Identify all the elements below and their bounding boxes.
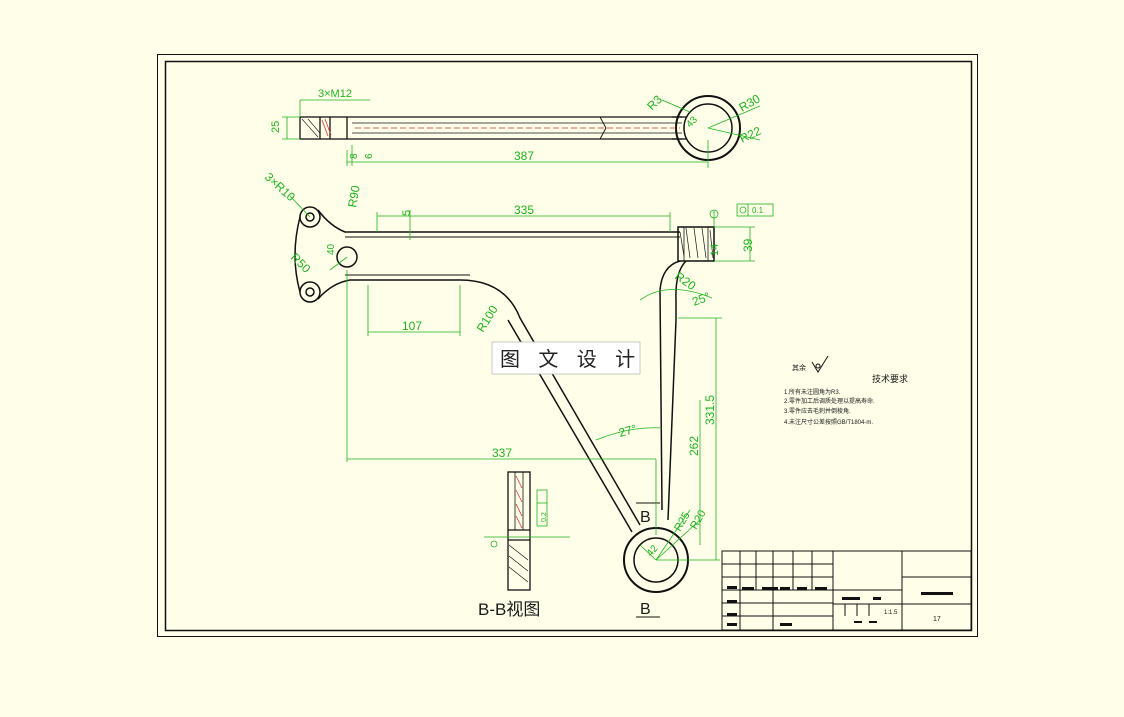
dim-337: 337 <box>492 446 512 460</box>
section-bb-hatch <box>515 475 523 529</box>
section-bb-title: B-B视图 <box>478 600 540 619</box>
note-item-1: 1.所有未注圆角为R3. <box>784 388 841 396</box>
dim-387: 387 <box>514 149 534 163</box>
dim-39: 39 <box>741 238 755 252</box>
tolerance-frame-front <box>709 203 774 219</box>
dim-r3: R3 <box>644 92 665 113</box>
sheet-number: 17 <box>933 616 941 623</box>
dim-25: 25 <box>270 121 282 133</box>
section-mark-bottom: B <box>640 601 651 618</box>
dim-27deg: 27° <box>617 422 638 440</box>
dim-r90: R90 <box>345 184 363 208</box>
dim-335: 335 <box>514 203 534 217</box>
section-mark-top: B <box>640 509 651 526</box>
top-view-hatch <box>301 118 680 138</box>
title-block <box>721 550 972 631</box>
dim-r20-lower: R20 <box>688 508 708 531</box>
dim-0-2: 0.2 <box>541 512 548 522</box>
thread-callout: 3×M12 <box>318 88 352 100</box>
watermark: 图 文 设 计 <box>491 341 641 375</box>
scale-value: 1:1.5 <box>884 610 898 616</box>
front-view-dims <box>289 195 755 561</box>
inner-frame <box>164 60 973 632</box>
outer-frame <box>157 54 978 637</box>
dim-3315: 331.5 <box>703 395 717 425</box>
title-block-labels <box>727 586 953 626</box>
roughness-label: 其余 <box>792 363 806 372</box>
front-view-hatch <box>679 227 714 259</box>
dim-r50: R50 <box>288 250 314 276</box>
dim-r30: R30 <box>737 91 763 114</box>
dim-25deg: 25° <box>690 289 712 308</box>
dim-3xr10: 3×R10 <box>262 170 298 205</box>
section-bb <box>507 471 531 591</box>
dim-8: 8 <box>349 153 360 159</box>
roughness-symbol <box>811 355 829 373</box>
dim-r22: R22 <box>737 124 763 146</box>
dim-6: 6 <box>364 153 375 159</box>
section-bb-dims <box>484 489 570 548</box>
note-item-3: 3.零件应去毛刺并倒棱角. <box>784 407 851 415</box>
dim-40: 40 <box>326 243 337 255</box>
dim-5: 5 <box>401 210 413 216</box>
dim-r100: R100 <box>474 303 501 335</box>
note-item-4: 4.未注尺寸公差按照GB/T1804-m. <box>784 418 873 426</box>
dim-262: 262 <box>687 436 701 456</box>
watermark-text: 图 文 设 计 <box>500 347 641 371</box>
top-view-dims <box>282 99 761 168</box>
note-item-2: 2.零件加工后调质处理以提高寿命. <box>784 397 875 405</box>
section-bb-hatch-base <box>508 544 529 583</box>
dim-14: 14 <box>709 244 721 256</box>
dim-0-1: 0.1 <box>752 206 764 215</box>
dim-107: 107 <box>402 319 422 333</box>
notes-title: 技术要求 <box>872 373 908 384</box>
